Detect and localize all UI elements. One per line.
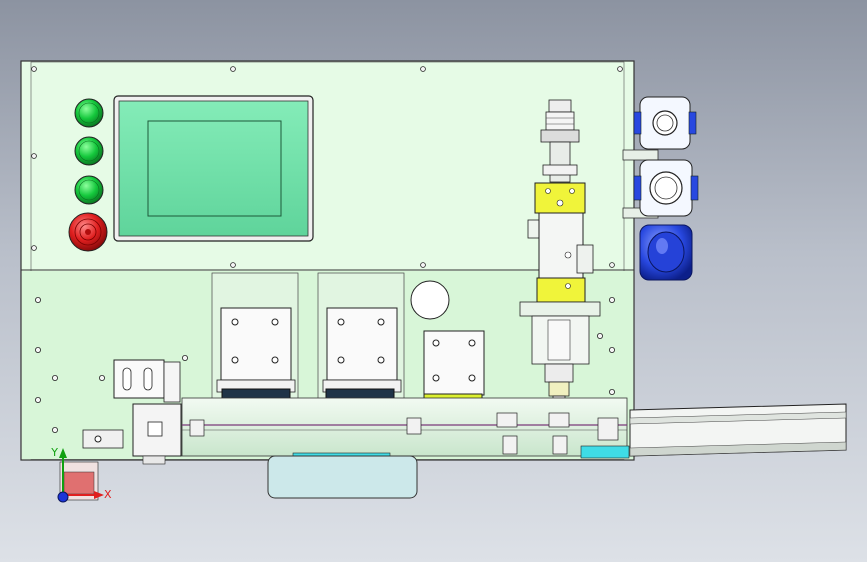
emergency-stop-button[interactable] xyxy=(68,212,108,252)
indicator-lamps xyxy=(74,98,104,205)
panel-screws xyxy=(31,66,623,433)
x-axis-label: X xyxy=(104,488,112,501)
discharge-chute xyxy=(629,403,847,457)
valve-white-2-icon xyxy=(633,159,699,217)
lamp-1-icon xyxy=(74,98,104,128)
left-gripper xyxy=(82,359,182,465)
round-port xyxy=(410,280,450,320)
lamp-2-icon xyxy=(74,136,104,166)
feed-rail xyxy=(181,397,630,462)
bottom-tray xyxy=(267,455,418,499)
vertical-cylinder-assembly xyxy=(519,99,601,407)
hmi-touchscreen[interactable] xyxy=(113,95,314,242)
y-axis-label: Y xyxy=(50,446,58,459)
valve-manifold xyxy=(622,96,699,281)
rail-clamps xyxy=(189,412,619,455)
valve-white-1-icon xyxy=(633,96,697,150)
coordinate-triad: Y X xyxy=(50,446,112,503)
lamp-3-icon xyxy=(74,175,104,205)
valve-blue-icon xyxy=(639,224,693,281)
